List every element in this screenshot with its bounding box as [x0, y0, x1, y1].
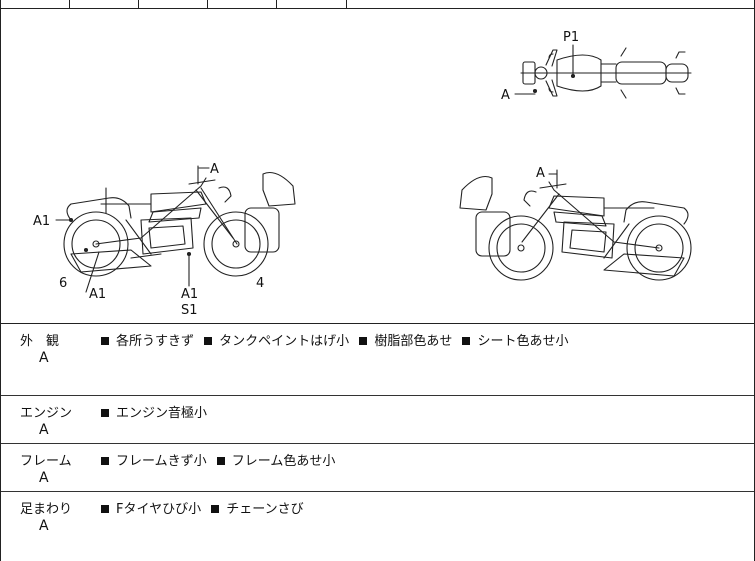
section-grade: A	[39, 422, 49, 438]
note-item: エンジン音極小	[116, 406, 208, 421]
bullet-square-icon	[216, 457, 225, 465]
bullet-square-icon	[204, 337, 213, 345]
section-category: 外 観	[20, 334, 60, 349]
motorcycle-damage-diagram: P1 A	[1, 8, 754, 324]
section-grade: A	[39, 470, 49, 486]
section-notes: フレームきず小 フレーム色あせ小	[101, 450, 341, 469]
section-suspension: 足まわり A Fタイヤひび小 チェーンさび	[1, 492, 754, 561]
bullet-square-icon	[101, 409, 109, 417]
label-a-left: A	[210, 162, 219, 177]
label-a-top: A	[501, 88, 510, 103]
section-notes: エンジン音極小	[101, 402, 213, 421]
note-item: 樹脂部色あせ	[374, 334, 453, 349]
note-item: シート色あせ小	[477, 334, 569, 349]
note-item: フレーム色あせ小	[231, 454, 336, 469]
note-item: チェーンさび	[226, 502, 304, 517]
bullet-square-icon	[101, 337, 109, 345]
label-a-right: A	[536, 166, 545, 181]
section-notes: 各所うすきず タンクペイントはげ小 樹脂部色あせ シート色あせ小	[101, 330, 574, 349]
note-item: Fタイヤひび小	[116, 502, 202, 517]
section-category: エンジン	[20, 406, 73, 421]
left-view-motorcycle	[55, 165, 296, 293]
label-s1: S1	[181, 303, 198, 318]
bullet-square-icon	[101, 505, 109, 513]
label-4: 4	[256, 276, 264, 291]
label-6: 6	[59, 276, 67, 291]
section-engine: エンジン A エンジン音極小	[1, 396, 754, 444]
section-notes: Fタイヤひび小 チェーンさび	[101, 498, 310, 517]
section-category: 足まわり	[20, 502, 73, 517]
label-a1-frame: A1	[181, 287, 198, 302]
label-a1-exhaust: A1	[89, 287, 106, 302]
section-exterior: 外 観 A 各所うすきず タンクペイントはげ小 樹脂部色あせ シート色あせ小	[1, 324, 754, 396]
top-view-motorcycle	[514, 44, 692, 99]
section-grade: A	[39, 518, 49, 534]
section-grade: A	[39, 350, 49, 366]
bullet-square-icon	[462, 337, 471, 345]
bullet-square-icon	[101, 457, 109, 465]
bullet-square-icon	[211, 505, 220, 513]
section-frame: フレーム A フレームきず小 フレーム色あせ小	[1, 444, 754, 492]
label-p1: P1	[563, 30, 579, 45]
right-view-motorcycle	[459, 169, 692, 281]
top-table-fragment	[1, 0, 754, 9]
label-a1-rear: A1	[33, 214, 50, 229]
note-item: タンクペイントはげ小	[219, 334, 350, 349]
section-category: フレーム	[20, 454, 72, 469]
motorcycle-diagram-svg: P1 A	[33, 30, 692, 318]
bullet-square-icon	[359, 337, 368, 345]
note-item: 各所うすきず	[116, 334, 195, 349]
note-item: フレームきず小	[116, 454, 207, 469]
